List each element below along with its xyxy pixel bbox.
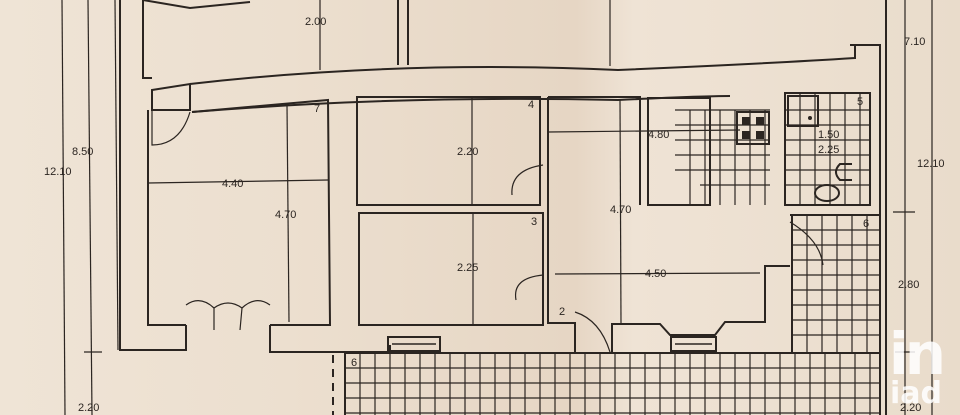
room-5-label: 5 xyxy=(857,96,863,108)
dim-hall-width: 4.50 xyxy=(645,268,666,280)
dim-left-inner: 8.50 xyxy=(72,146,93,158)
dim-room7-width: 4.40 xyxy=(222,178,243,190)
room-6-terrace-label: 6 xyxy=(351,357,357,369)
dim-top-room-height: 2.00 xyxy=(305,16,326,28)
iad-watermark-text: iad xyxy=(889,376,942,411)
iad-logo-icon: in xyxy=(888,320,946,388)
dim-room4-height: 2.20 xyxy=(457,146,478,158)
dim-left-total: 12.10 xyxy=(44,166,72,178)
room-7-label: 7 xyxy=(314,103,320,115)
room-6-terrace-right-label: 6 xyxy=(863,218,869,230)
dim-right-mid: 2.80 xyxy=(898,279,919,291)
dim-right-total: 12.10 xyxy=(917,158,945,170)
dim-bath-height: 2.25 xyxy=(818,144,839,156)
room-2-label: 2 xyxy=(559,306,565,318)
room-4-label: 4 xyxy=(528,99,534,111)
dim-right-top: 7.10 xyxy=(904,36,925,48)
dim-room3-height: 2.25 xyxy=(457,262,478,274)
room-3-label: 3 xyxy=(531,216,537,228)
dim-right-bottom: 2.20 xyxy=(900,402,921,414)
dim-room7-height: 4.70 xyxy=(275,209,296,221)
dim-kitchen-width: 4.80 xyxy=(648,129,669,141)
dim-left-bottom: 2.20 xyxy=(78,402,99,414)
iad-watermark: in iad xyxy=(888,320,946,411)
dim-bath-width: 1.50 xyxy=(818,129,839,141)
dim-hall-height: 4.70 xyxy=(610,204,631,216)
